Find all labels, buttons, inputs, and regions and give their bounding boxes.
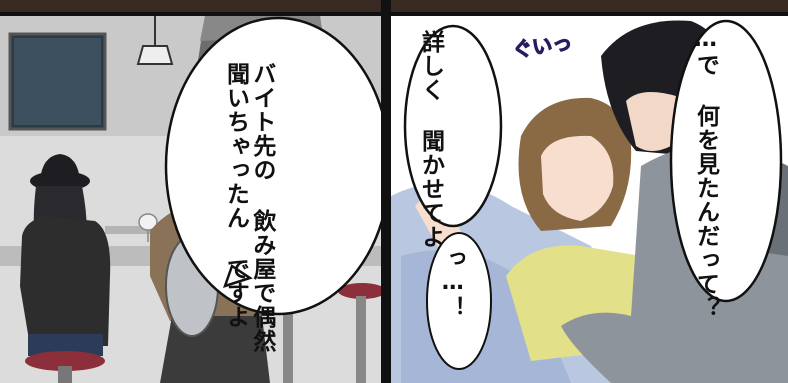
man-face: [626, 92, 679, 151]
speech-bubble-gasp: っ…！: [440, 247, 465, 319]
bubble-left-line-3: 聞いちゃったん: [222, 62, 249, 230]
bubble-gasp-line-1: っ…！: [440, 247, 466, 319]
bubbles-right-shapes: [403, 19, 783, 370]
bubble-question-line-2: 何を見たんだって？: [692, 104, 719, 320]
bubble-question-line-1: …で: [692, 26, 719, 77]
stool-left: [25, 351, 105, 371]
bubble-left-line-1: バイト先の: [248, 62, 275, 182]
customer-vest: [20, 216, 111, 346]
speech-bubble-detail: 詳しく 聞かせてよ: [417, 30, 443, 249]
bubble-left-line-4: ですよ: [222, 257, 249, 329]
girl-face: [541, 135, 614, 221]
bubble-left-line-2: 飲み屋で偶然: [248, 209, 275, 353]
panel-bar-scene: [0, 16, 381, 383]
top-border-strip: [0, 0, 788, 12]
bubble-detail-line-1: 詳しく: [417, 30, 444, 102]
ceiling-lamp: [136, 45, 174, 65]
speech-bubble-left: バイト先の 飲み屋で偶然 聞いちゃったん ですよ: [222, 62, 275, 383]
bubble-left-shape: [164, 16, 381, 316]
stool-right: [338, 283, 381, 299]
bubble-detail-line-2: 聞かせてよ: [417, 129, 444, 249]
speech-bubble-question: …で 何を見たんだって？: [692, 26, 718, 320]
panel-bed-scene: [391, 16, 788, 383]
